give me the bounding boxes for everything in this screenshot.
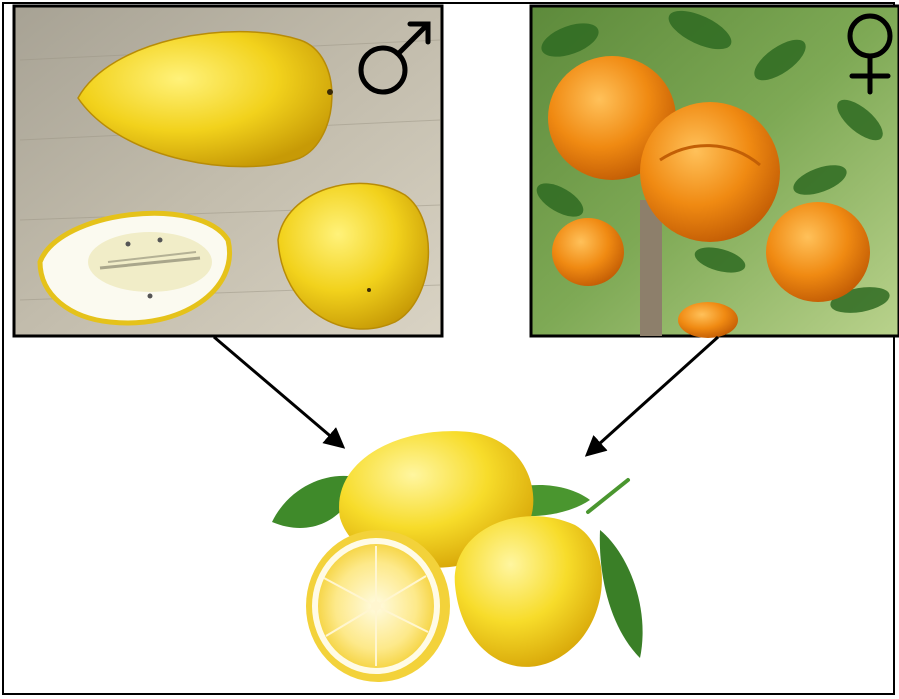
orange-fruit-3 <box>552 218 624 286</box>
lemon-stem <box>588 480 628 512</box>
citron-panel <box>14 6 442 336</box>
orange-fruit-4 <box>766 202 870 302</box>
lemon-half <box>306 530 450 682</box>
orange-fruit-2 <box>640 102 780 242</box>
lemon-leaf-right <box>600 530 643 658</box>
orange-panel <box>531 3 899 338</box>
orange-trunk <box>640 200 662 336</box>
arrow-from-orange <box>588 337 718 454</box>
lemon-whole-right <box>455 516 602 667</box>
orange-fruit-5 <box>678 302 738 338</box>
lemon-group <box>272 431 643 682</box>
arrow-from-citron <box>214 337 342 446</box>
